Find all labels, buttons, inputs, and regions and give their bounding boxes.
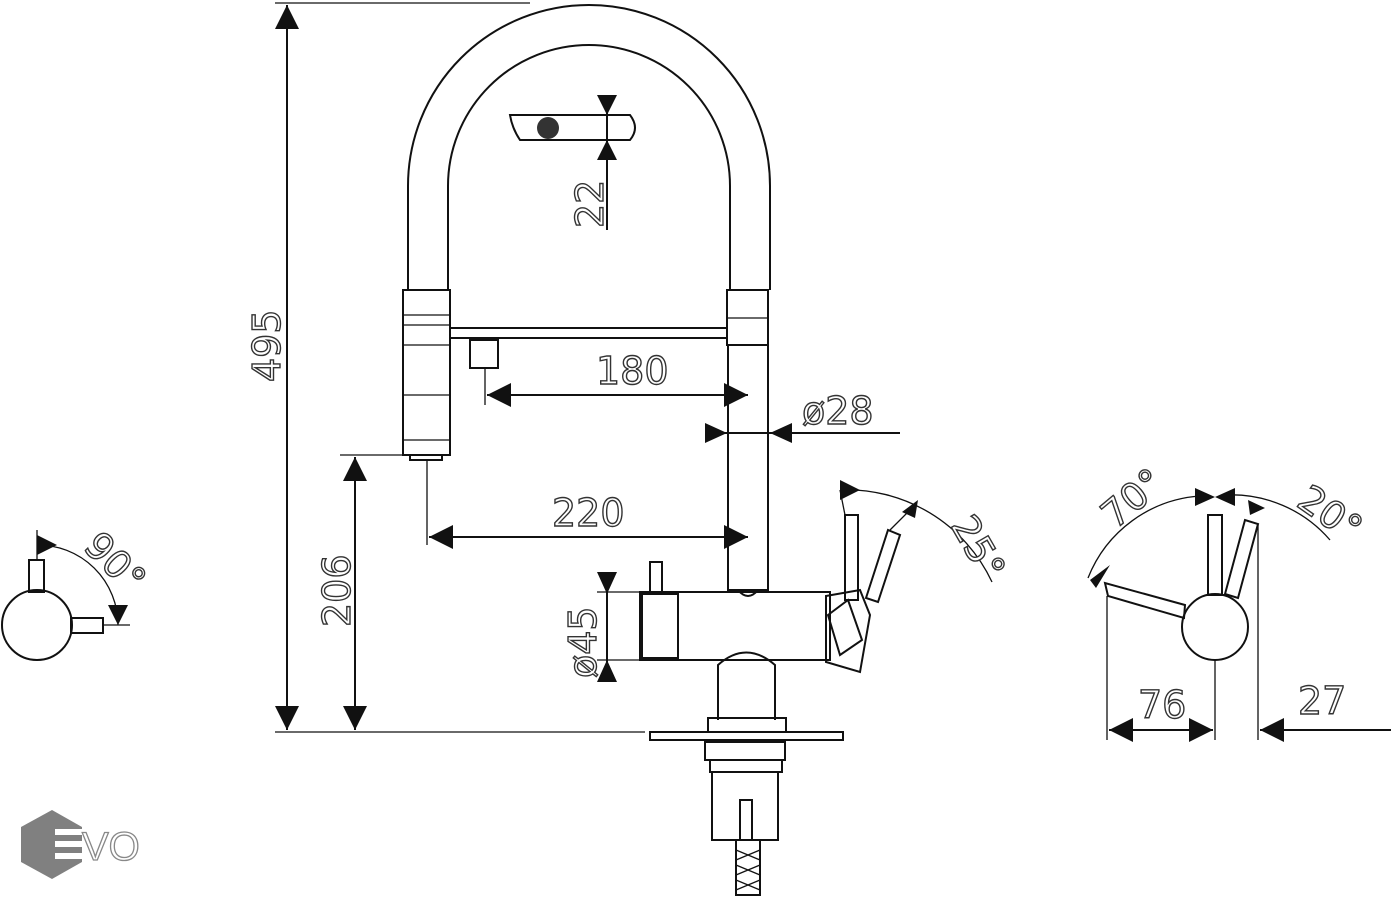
- dimension-220: 220: [426, 460, 748, 549]
- dim-label-d28: ø28: [802, 389, 874, 433]
- logo-text: VO: [82, 825, 140, 869]
- dim-label-76: 76: [1138, 683, 1186, 727]
- dim-label-206: 206: [315, 554, 359, 627]
- dim-label-70deg: 70°: [1093, 460, 1173, 537]
- side-view-90: 90°: [1, 523, 155, 661]
- evo-logo: VO: [21, 810, 140, 879]
- dim-label-90deg: 90°: [76, 523, 155, 602]
- dim-label-22: 22: [568, 180, 612, 228]
- dim-label-27: 27: [1298, 679, 1346, 723]
- dimension-495: 495: [244, 2, 645, 733]
- dim-label-25deg: 25°: [942, 508, 1014, 588]
- dim-label-495: 495: [245, 309, 289, 382]
- hose-cross-section: [537, 117, 559, 139]
- dim-label-220: 220: [552, 491, 625, 535]
- dim-label-180: 180: [596, 349, 669, 393]
- dimension-diameter-28: ø28: [705, 388, 900, 443]
- dim-label-d45: ø45: [561, 606, 605, 678]
- dimension-diameter-45: ø45: [560, 572, 640, 682]
- hose-detail-22: 22: [508, 95, 636, 230]
- dimension-180: 180: [484, 348, 748, 407]
- dim-label-20deg: 20°: [1290, 476, 1370, 551]
- dimension-206: 206: [314, 454, 410, 730]
- side-view-70-20: 76 27 70° 20°: [1087, 459, 1391, 742]
- faucet-spout: [402, 4, 771, 591]
- faucet-body: [639, 561, 872, 896]
- lever-angle-25: 25°: [839, 480, 1015, 604]
